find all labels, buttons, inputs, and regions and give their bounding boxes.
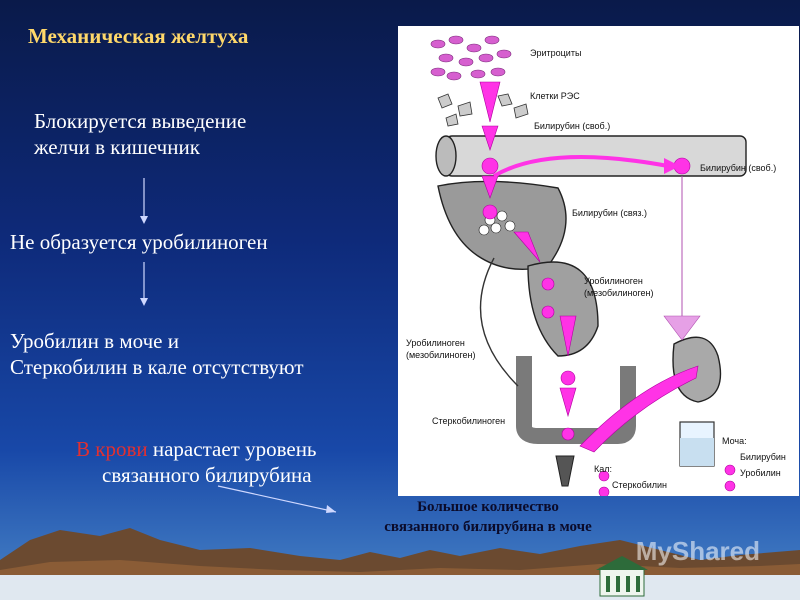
label-urobilinogen-2: Уробилиноген bbox=[406, 338, 465, 348]
statement-2: Не образуется уробилиноген bbox=[10, 230, 268, 254]
erythrocytes-icon bbox=[430, 35, 512, 81]
enterohepatic-arrow bbox=[479, 257, 519, 387]
metabolism-diagram: Эритроциты Клетки РЭС Билирубин (своб.) … bbox=[406, 35, 786, 498]
label-res-cells: Клетки РЭС bbox=[530, 91, 580, 101]
label-feces-stercobilin: Стеркобилин bbox=[612, 480, 667, 490]
statement-3-line-1: Уробилин в моче и bbox=[10, 329, 179, 353]
flow-arrows bbox=[479, 81, 736, 498]
building-icon bbox=[596, 556, 648, 597]
statement-1-line-1: Блокируется выведение bbox=[34, 109, 247, 133]
label-bilirubin-bound: Билирубин (связ.) bbox=[572, 208, 647, 218]
free-bilirubin-arrow bbox=[492, 155, 669, 178]
slide-title: Механическая желтуха bbox=[28, 24, 249, 48]
statement-block-1: Блокируется выведение желчи в кишечник bbox=[34, 108, 246, 161]
statement-4-line-2: связанного билирубина bbox=[102, 463, 312, 488]
label-urobilinogen-1: Уробилиноген bbox=[584, 276, 643, 286]
bilirubin-metabolism-figure: Эритроциты Клетки РЭС Билирубин (своб.) … bbox=[398, 26, 799, 498]
statement-block-3: Уробилин в моче и Стеркобилин в кале отс… bbox=[10, 328, 304, 381]
statement-block-4: В крови нарастает уровень связанного бил… bbox=[76, 436, 317, 489]
label-urine-urobilin: Уробилин bbox=[740, 468, 781, 478]
label-erythrocytes: Эритроциты bbox=[530, 48, 581, 58]
watermark-logo: MyShared bbox=[635, 536, 760, 566]
res-cells-icon bbox=[437, 93, 529, 127]
statement-4-line-1: В крови нарастает уровень bbox=[76, 436, 317, 462]
label-feces: Кал: bbox=[594, 464, 612, 474]
statement-3-line-2: Стеркобилин в кале отсутствуют bbox=[10, 355, 304, 380]
statement-4-rest: нарастает уровень bbox=[147, 437, 317, 461]
label-stercobilinogen: Стеркобилиноген bbox=[432, 416, 505, 426]
label-urobilinogen-2b: (мезобилиноген) bbox=[406, 350, 476, 360]
caption-line-1: Большое количество bbox=[417, 499, 559, 515]
down-arrow-1 bbox=[140, 178, 148, 224]
label-bilirubin-free-1: Билирубин (своб.) bbox=[534, 121, 610, 131]
mountains-background bbox=[0, 528, 800, 600]
liver-icon bbox=[437, 180, 567, 271]
statement-1-line-2: желчи в кишечник bbox=[34, 135, 200, 160]
label-urine-bilirubin: Билирубин bbox=[740, 452, 786, 462]
feces-icon bbox=[555, 455, 575, 487]
urine-arrow bbox=[663, 315, 701, 341]
label-urine: Моча: bbox=[722, 436, 747, 446]
caption-line-2: связанного билирубина в моче bbox=[384, 518, 592, 535]
colon-icon bbox=[516, 356, 636, 444]
label-bilirubin-free-2: Билирубин (своб.) bbox=[700, 163, 776, 173]
in-blood-highlight: В крови bbox=[76, 437, 148, 461]
caption-block: Большое количество связанного билирубина… bbox=[318, 498, 658, 537]
label-urobilinogen-1b: (мезобилиноген) bbox=[584, 288, 654, 298]
down-arrow-2 bbox=[140, 262, 148, 306]
liver-cells-icon bbox=[478, 210, 516, 236]
